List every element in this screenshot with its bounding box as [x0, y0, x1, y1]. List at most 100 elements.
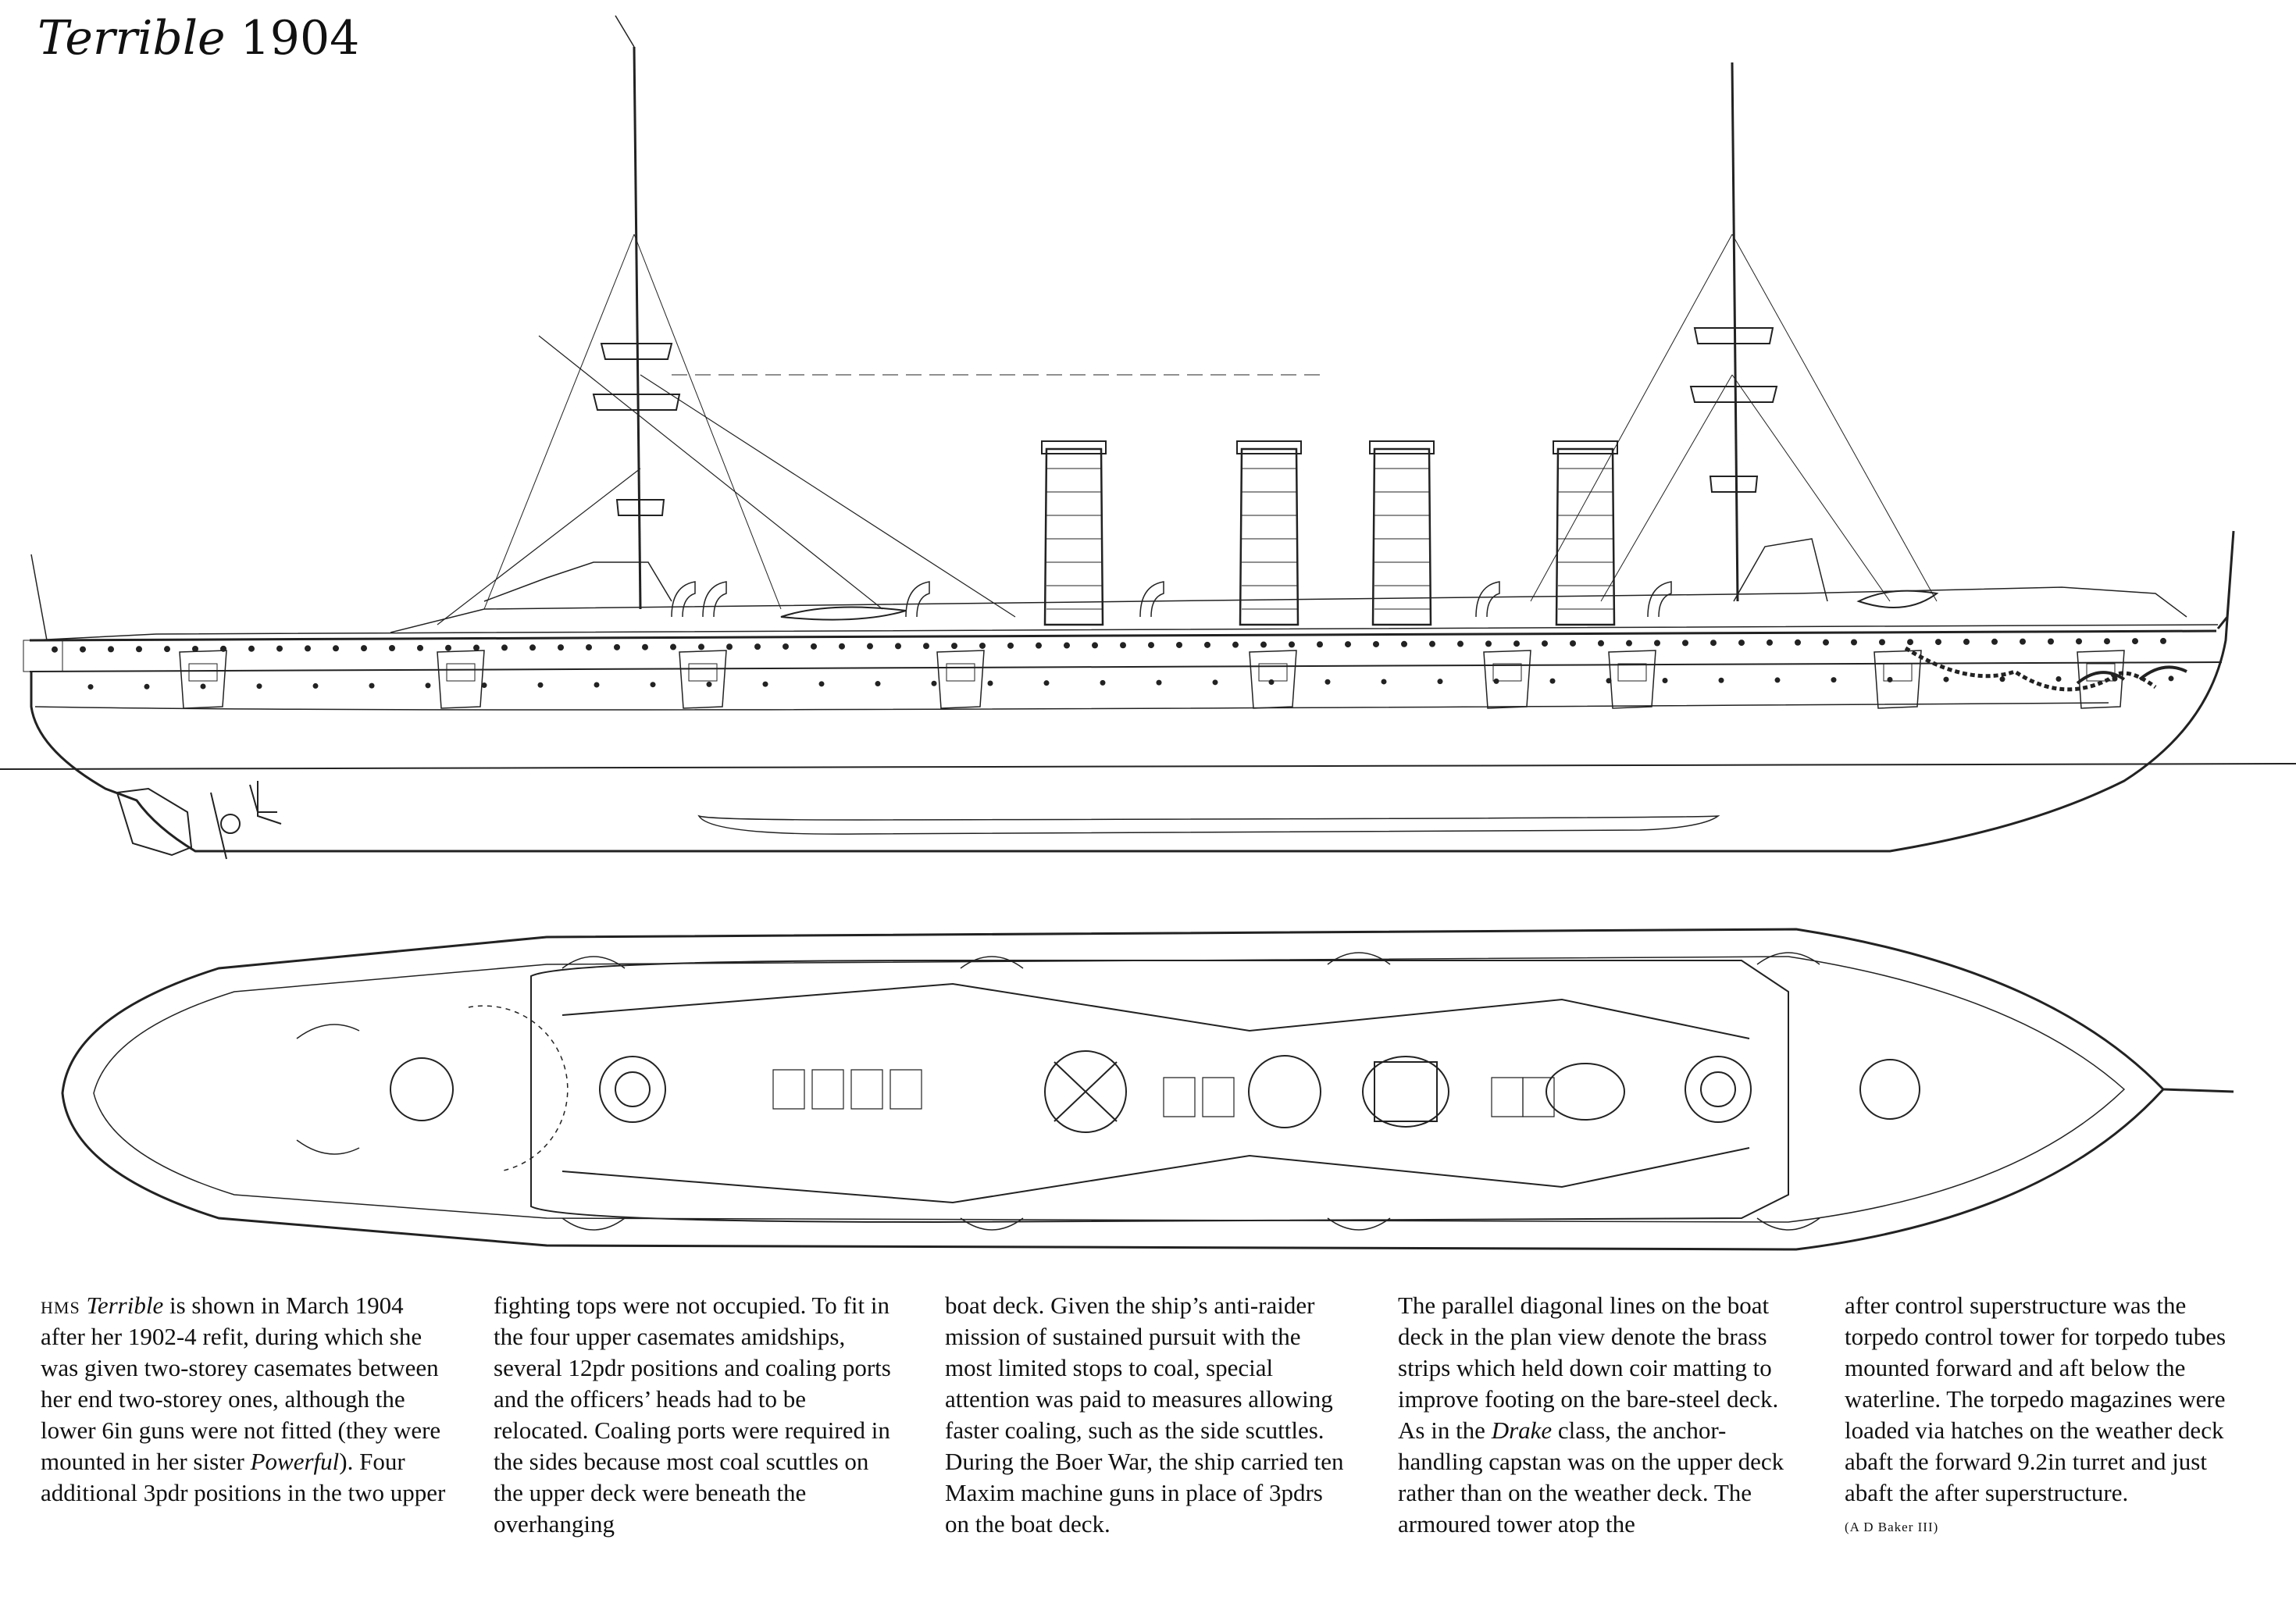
- scuttle: [987, 680, 993, 686]
- ship-drawing: [0, 0, 2296, 1281]
- scuttle: [1963, 638, 1970, 645]
- casemate-sponson: [562, 957, 625, 968]
- funnel: [1045, 449, 1103, 625]
- scuttle: [305, 645, 311, 652]
- skylight: [773, 1070, 804, 1109]
- funnel-cap: [1553, 441, 1617, 454]
- scuttle: [417, 644, 423, 651]
- scuttle: [1324, 679, 1331, 685]
- caption-text-run: Powerful: [250, 1448, 340, 1475]
- skylight: [1492, 1078, 1523, 1117]
- scuttle: [1036, 642, 1042, 649]
- scuttle: [537, 682, 544, 688]
- scuttle: [52, 646, 58, 653]
- scuttle: [839, 643, 845, 650]
- skylight: [851, 1070, 882, 1109]
- scuttle: [1662, 678, 1668, 684]
- scuttle: [1176, 641, 1182, 648]
- scuttle: [811, 643, 817, 650]
- ventilator: [1476, 582, 1499, 617]
- scuttle: [1542, 640, 1548, 647]
- scuttle: [818, 681, 825, 687]
- scuttle: [706, 681, 712, 687]
- scuttle: [1598, 640, 1604, 647]
- scuttle: [1654, 640, 1660, 647]
- scuttle: [2076, 638, 2082, 645]
- scuttle: [614, 643, 620, 650]
- scuttle: [248, 645, 255, 652]
- scuttle: [1437, 679, 1443, 685]
- ventilator: [1648, 582, 1671, 617]
- scuttle: [425, 682, 431, 689]
- scuttle: [1831, 677, 1837, 683]
- caption-paragraph: fighting tops were not occupied. To fit …: [494, 1290, 900, 1540]
- funnel: [1240, 449, 1298, 625]
- ventilator: [906, 582, 929, 617]
- scuttle: [867, 643, 873, 650]
- scuttle: [144, 683, 150, 690]
- funnel-cap: [1237, 441, 1301, 454]
- scuttle: [1373, 640, 1379, 647]
- funnel: [1373, 449, 1431, 625]
- caption-text-run: Drake: [1491, 1416, 1553, 1444]
- casemate: [437, 650, 484, 708]
- scuttle: [312, 682, 319, 689]
- scuttle: [698, 643, 704, 650]
- scuttle: [1738, 640, 1745, 647]
- caption-paragraph: after control superstructure was the tor…: [1845, 1290, 2251, 1509]
- scuttle: [1851, 639, 1857, 646]
- casemate: [1874, 650, 1921, 708]
- scuttle: [650, 682, 656, 688]
- scuttle: [923, 643, 929, 650]
- scuttle: [642, 643, 648, 650]
- scuttle: [87, 684, 94, 690]
- caption-text-run: class, the anchor-handling capstan was o…: [1398, 1416, 1784, 1538]
- drawing-title: Terrible 1904: [37, 11, 359, 66]
- funnel: [1556, 449, 1614, 625]
- casemate-port: [1493, 664, 1521, 681]
- scuttle: [586, 643, 592, 650]
- casemate-sponson: [1757, 953, 1820, 964]
- scuttle: [2132, 638, 2138, 645]
- scuttle: [333, 645, 339, 652]
- scuttle: [1317, 641, 1323, 648]
- scuttle: [369, 682, 375, 689]
- scuttle: [1204, 641, 1210, 648]
- ventilator: [703, 582, 726, 617]
- scuttle: [164, 646, 170, 653]
- scuttle: [1887, 676, 1893, 682]
- funnel-cap: [1042, 441, 1106, 454]
- scuttle: [594, 682, 600, 688]
- casemate-sponson: [562, 1218, 625, 1230]
- scuttle: [1429, 640, 1435, 647]
- scuttle: [481, 682, 487, 689]
- scuttle: [931, 680, 937, 686]
- scuttle: [762, 681, 768, 687]
- caption-text-run: HMS: [41, 1292, 80, 1319]
- scuttle: [558, 644, 564, 651]
- scuttle: [200, 683, 206, 690]
- caption-paragraph: boat deck. Given the ship’s anti-raider …: [945, 1290, 1351, 1540]
- scuttle: [1120, 642, 1126, 649]
- casemate-port: [189, 664, 217, 681]
- caption-paragraph: HMS Terrible is shown in March 1904 afte…: [41, 1290, 447, 1509]
- scuttle: [501, 644, 508, 651]
- scuttle: [1718, 677, 1724, 683]
- scuttle: [1935, 639, 1941, 646]
- drawing-credit: (A D Baker III): [1845, 1520, 1939, 1534]
- scuttle: [361, 645, 367, 652]
- casemate-port: [447, 664, 475, 681]
- scuttle: [445, 644, 451, 651]
- casemate-sponson: [961, 957, 1023, 968]
- mast-right: [1531, 62, 1937, 601]
- scuttle: [1907, 639, 1913, 646]
- scuttle: [979, 642, 986, 649]
- scuttle: [951, 643, 957, 650]
- skylight: [890, 1070, 922, 1109]
- scuttle: [1682, 640, 1688, 647]
- scuttle: [2048, 638, 2054, 645]
- funnel-cap: [1370, 441, 1434, 454]
- scuttle: [2168, 675, 2174, 682]
- funnels: [1042, 441, 1617, 625]
- scuttle: [1513, 640, 1520, 647]
